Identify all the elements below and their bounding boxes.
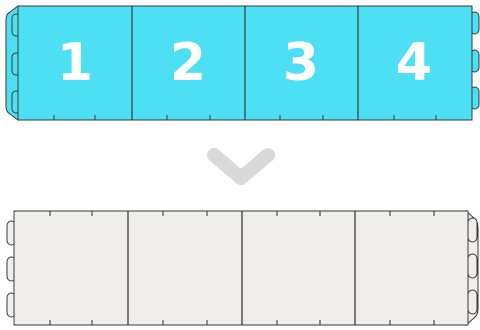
panel-label-2: 2 — [170, 33, 206, 93]
right-tab-1 — [468, 218, 477, 242]
blue-panel-strip: 1 2 3 4 — [6, 6, 479, 120]
right-tab-3 — [468, 290, 477, 314]
blank-panel-strip — [7, 211, 478, 325]
panel-label-3: 3 — [283, 33, 319, 93]
panel-label-4: 4 — [396, 33, 432, 93]
right-tab-group-bottom — [468, 218, 477, 314]
right-tab-2 — [468, 254, 477, 278]
panel-label-1: 1 — [57, 33, 93, 93]
chevron-down-icon — [214, 155, 268, 178]
blank-strip-body — [14, 211, 468, 325]
